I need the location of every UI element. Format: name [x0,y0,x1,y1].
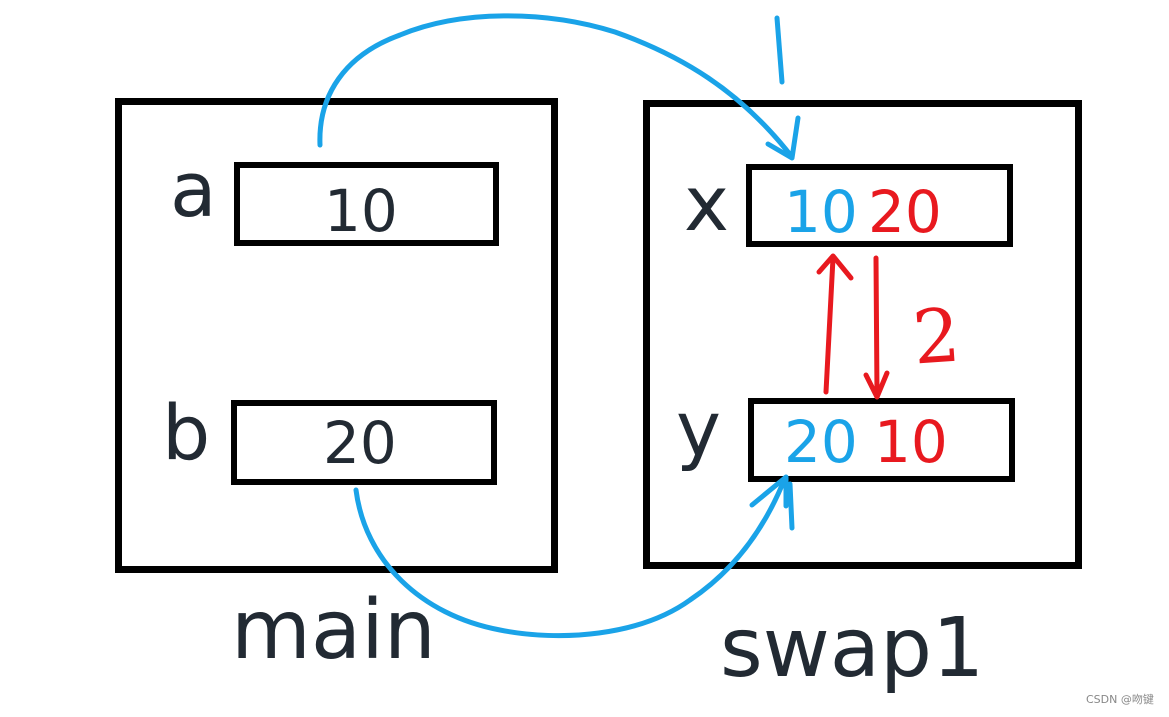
main-frame-label: main [231,583,436,678]
step-two-label: 2 [910,292,964,382]
arrowhead-a-to-x [765,115,801,161]
arrowhead-y-to-x [816,253,854,281]
var-x-label: x [684,159,729,248]
arrowhead-b-to-y [749,474,789,509]
var-y-old-value: 20 [784,408,858,476]
var-b-value: 20 [323,409,397,477]
var-a-value: 10 [324,177,398,245]
var-b-box [231,400,497,485]
var-y-box [748,398,1015,482]
swap1-frame-label: swap1 [720,601,985,696]
tick-below-y [787,481,795,531]
watermark: CSDN @吻键 [1086,693,1154,706]
arrow-x-to-y [873,255,880,397]
arrow-b-to-y [353,475,788,639]
arrow-a-to-x [317,13,795,160]
var-b-label: b [162,388,211,477]
step-one-mark [774,15,785,85]
main-frame [115,98,558,573]
var-x-box [746,164,1013,247]
var-y-new-value: 10 [874,408,948,476]
var-y-label: y [676,384,721,473]
var-x-new-value: 20 [868,178,942,246]
swap1-frame [643,100,1082,569]
arrowhead-x-to-y [863,370,890,400]
arrow-y-to-x [823,255,836,395]
var-x-old-value: 10 [784,178,858,246]
var-a-box [234,162,499,246]
var-a-label: a [170,145,217,234]
